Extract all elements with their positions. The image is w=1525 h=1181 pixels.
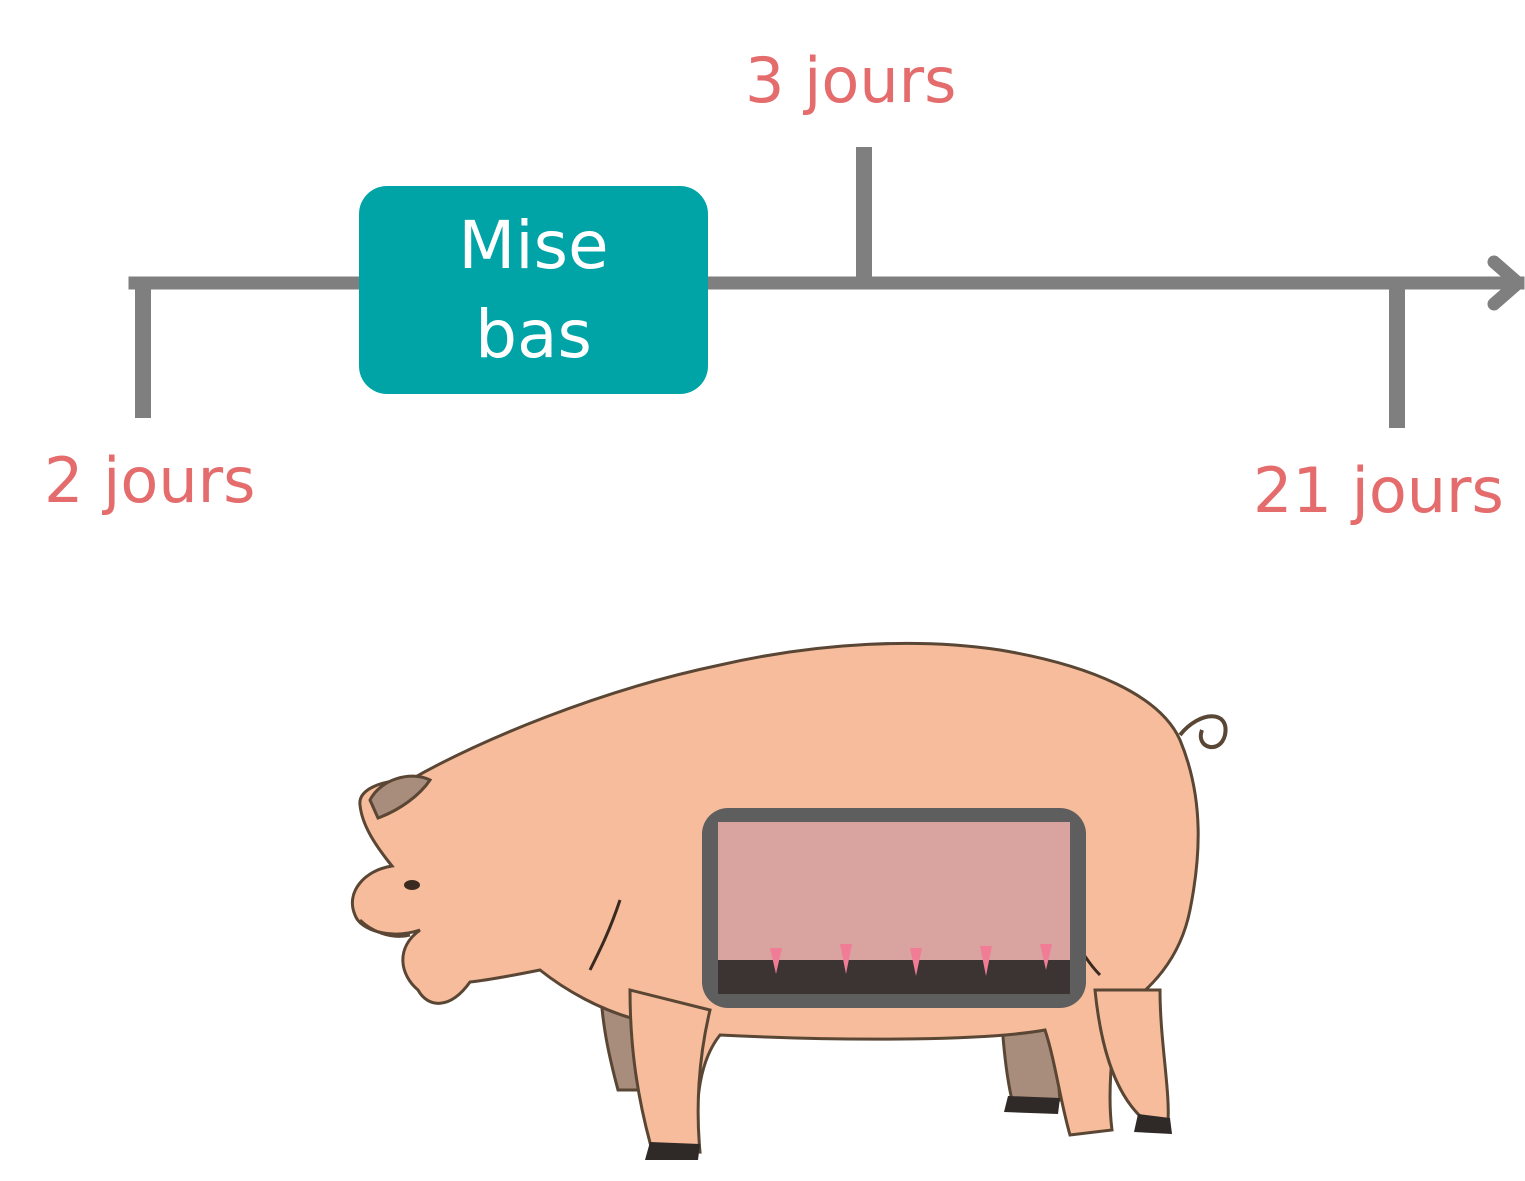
pig-eye — [404, 880, 420, 890]
marker-label-21-jours: 21 jours — [1253, 460, 1504, 522]
pig-hoof-far-hind — [1004, 1096, 1060, 1114]
pig-hoof-front — [645, 1142, 700, 1160]
event-label-line-2: bas — [475, 290, 592, 379]
pig-tail — [1180, 716, 1226, 747]
udder-shadow — [718, 960, 1070, 994]
phone-udder-view — [702, 808, 1086, 1008]
udder-belly — [718, 822, 1070, 952]
pig-illustration — [300, 630, 1240, 1181]
event-mise-bas-box: Mise bas — [359, 186, 708, 394]
marker-label-3-jours: 3 jours — [745, 50, 956, 112]
event-label-line-1: Mise — [458, 201, 608, 290]
pig-near-front-leg — [630, 990, 710, 1152]
pig-icon — [352, 643, 1225, 1160]
marker-label-2-jours: 2 jours — [44, 450, 255, 512]
